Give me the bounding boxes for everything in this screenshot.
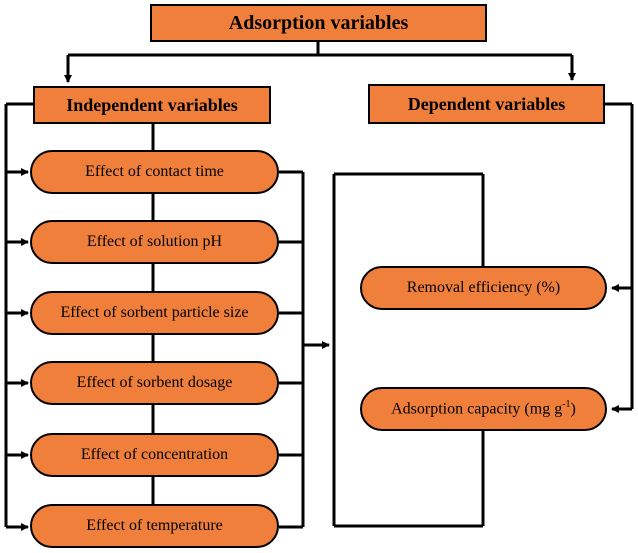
independent-item: Effect of solution pH — [30, 220, 279, 264]
adsorption-capacity-label: Adsorption capacity (mg g-1) — [391, 399, 576, 418]
independent-item: Effect of temperature — [30, 504, 279, 548]
dependent-variables-heading: Dependent variables — [368, 84, 605, 124]
removal-efficiency-box: Removal efficiency (%) — [360, 266, 607, 310]
independent-item: Effect of sorbent particle size — [30, 291, 279, 335]
independent-item: Effect of concentration — [30, 433, 279, 477]
independent-variables-heading: Independent variables — [33, 86, 271, 124]
adsorption-capacity-box: Adsorption capacity (mg g-1) — [360, 387, 607, 431]
title-box: Adsorption variables — [150, 4, 487, 42]
independent-item: Effect of contact time — [30, 150, 279, 194]
independent-item: Effect of sorbent dosage — [30, 361, 279, 405]
